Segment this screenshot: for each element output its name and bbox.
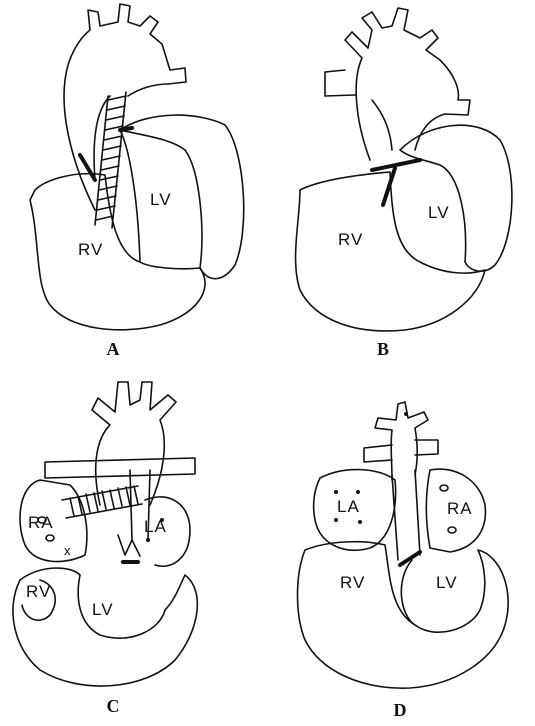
panel-b-lv-outline xyxy=(400,125,512,271)
panel-a-patch xyxy=(80,128,132,180)
panel-c-label-lv: LV xyxy=(92,600,114,619)
panel-b-rv-outline xyxy=(296,172,485,331)
panel-c-label-x: x xyxy=(64,543,72,558)
panel-b-label-lv: LV xyxy=(428,203,450,222)
panel-b-caption: B xyxy=(377,339,389,359)
panel-b: RV LV B xyxy=(296,8,512,359)
panel-b-patch xyxy=(372,160,420,205)
panel-b-aortic-arch xyxy=(345,8,470,160)
panel-c-label-ra: RA xyxy=(28,513,54,532)
panel-a-rv-outline xyxy=(30,174,205,330)
panel-d-caption: D xyxy=(394,700,407,720)
panel-a-lv-outline xyxy=(120,115,244,279)
panel-d-label-rv: RV xyxy=(340,573,365,592)
panel-a: RV LV A xyxy=(30,4,244,359)
panel-a-label-lv: LV xyxy=(150,190,172,209)
panel-c-label-rv: RV xyxy=(26,582,51,601)
panel-a-label-rv: RV xyxy=(78,240,103,259)
panel-b-label-rv: RV xyxy=(338,230,363,249)
panel-d-label-ra: RA xyxy=(447,499,473,518)
panel-d-label-lv: LV xyxy=(436,573,458,592)
panel-d: LA RA RV LV D xyxy=(298,402,509,720)
panel-c-label-la: LA xyxy=(144,517,167,536)
panel-c: RA LA RV LV x C xyxy=(13,382,197,716)
panel-c-caption: C xyxy=(107,696,120,716)
panel-a-caption: A xyxy=(107,339,120,359)
panel-d-great-vessels xyxy=(375,402,428,480)
panel-d-label-la: LA xyxy=(337,497,360,516)
